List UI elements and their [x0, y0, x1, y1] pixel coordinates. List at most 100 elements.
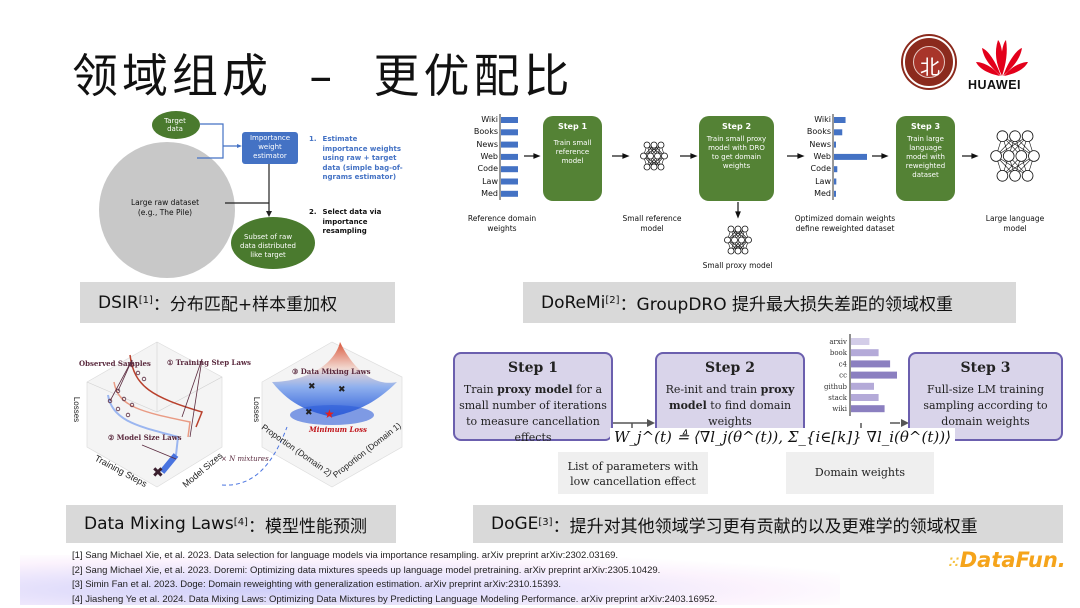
slide-title: 领域组成 – 更优配比 — [72, 49, 574, 103]
domain-weight-bar — [501, 153, 518, 160]
doge-domain-label: arxiv — [829, 338, 847, 346]
raw-dataset-label: Large raw dataset (e.g., The Pile) — [130, 198, 200, 217]
references: [1] Sang Michael Xie, et al. 2023. Data … — [72, 549, 717, 607]
domain-weight-bar — [501, 178, 518, 185]
reference-3: [3] Simin Fan et al. 2023. Doge: Domain … — [72, 579, 561, 590]
dsir-diagram — [99, 111, 315, 278]
domain-weight-bar — [501, 190, 518, 197]
domain-label: Law — [482, 176, 498, 186]
domain-label: Books — [806, 127, 831, 137]
doge-domain-label: book — [830, 349, 848, 357]
domain-label: Wiki — [481, 115, 498, 124]
dsir-caption: DSIR[1]：分布匹配+样本重加权 — [80, 282, 395, 323]
domain-weight-bar — [501, 129, 518, 136]
mixing-laws-caption: Data Mixing Laws[4]：模型性能预测 — [66, 505, 396, 543]
domain-label: Code — [810, 164, 831, 174]
datafun-logo: ⁙DataFun. — [948, 548, 1066, 572]
step-text-line: using raw + target — [322, 154, 397, 162]
reference-2: [2] Sang Michael Xie, et al. 2023. Dorem… — [72, 564, 661, 576]
losses-axis-left: Losses — [72, 396, 82, 423]
reference-4: [4] Jiasheng Ye et al. 2024. Data Mixing… — [72, 593, 718, 605]
decorative-glow — [20, 555, 840, 605]
small-proxy-model-label: Small proxy model — [702, 261, 773, 270]
doge-weight-bar — [851, 371, 897, 379]
huawei-petal-icon — [976, 40, 1028, 76]
step-text-line: Select data via — [322, 208, 382, 216]
param-list-box: List of parameters with low cancellation… — [558, 452, 708, 494]
doremi-diagram — [499, 114, 1040, 255]
data-mixing-laws-figure: ✖ ✖ ✖ ✖ ★ — [86, 341, 403, 488]
domain-label: Wiki — [814, 115, 831, 124]
domain-weight-bar — [834, 166, 838, 173]
target-data-label: Target data — [164, 117, 186, 133]
step-text-line: resampling — [322, 227, 367, 235]
peking-university-logo: 北 — [903, 36, 955, 88]
model-size-laws-label: ② Model Size Laws — [108, 433, 182, 442]
step-text-line: importance weights — [322, 144, 402, 153]
subset-label: Subset of raw data distributed like targ… — [240, 233, 296, 259]
doge-weight-bar — [851, 405, 885, 413]
doge-weight-bar — [851, 360, 891, 368]
doge-step1-box: Step 1 Train proxy model for a small num… — [453, 352, 613, 444]
doge-weight-bar — [851, 349, 879, 357]
doremi-step3-box: Step 3 Train large language model with r… — [896, 116, 955, 201]
svg-text:✖: ✖ — [305, 407, 313, 417]
training-step-laws-label: ① Training Step Laws — [167, 358, 251, 367]
data-mixing-laws-label: ③ Data Mixing Laws — [292, 367, 371, 376]
step-text-line: data (simple bag-of- — [322, 163, 403, 172]
mixture-marker: ✖ — [152, 464, 164, 480]
domain-weight-bar — [834, 129, 843, 136]
pku-seal-icon: 北 — [913, 46, 945, 79]
large-language-model-icon — [990, 130, 1040, 182]
domain-label: Web — [480, 151, 498, 161]
small-reference-model-icon — [640, 141, 668, 171]
domain-label: Med — [814, 188, 831, 198]
small-proxy-model-icon — [724, 225, 752, 255]
domain-label: Law — [815, 176, 831, 186]
huawei-logo-text: HUAWEI — [968, 78, 1021, 92]
step-text-line: importance — [322, 217, 368, 226]
doremi-caption: DoReMi[2]：GroupDRO 提升最大损失差距的领域权重 — [523, 282, 1016, 323]
doge-step2-box: Step 2 Re-init and train proxy model to … — [655, 352, 805, 441]
step-text-line: Estimate — [322, 135, 358, 143]
doremi-step1-box: Step 1 Train small reference model — [543, 116, 602, 201]
domain-weight-bar — [834, 141, 836, 148]
observed-samples-label: Observed Samples — [79, 359, 151, 368]
minimum-star-icon: ★ — [324, 407, 335, 421]
doge-step3-box: Step 3 Full-size LM training sampling ac… — [908, 352, 1063, 441]
n-mixtures-label: × N mixtures — [221, 455, 269, 463]
domain-label: News — [476, 139, 498, 149]
doge-weight-bar — [851, 394, 879, 401]
losses-axis-right: Losses — [252, 396, 262, 423]
doge-domain-label: c4 — [839, 360, 848, 368]
domain-label: Med — [481, 188, 498, 198]
doge-domain-label: cc — [839, 372, 847, 380]
domain-label: Code — [477, 164, 498, 174]
step-text-line: ngrams estimator) — [322, 173, 397, 181]
domain-label: Web — [813, 151, 831, 161]
reference-1: [1] Sang Michael Xie, et al. 2023. Data … — [72, 550, 619, 561]
target-data-ellipse — [152, 111, 200, 139]
doge-weight-bar — [851, 382, 874, 390]
estimator-box — [242, 132, 298, 164]
svg-text:✖: ✖ — [338, 384, 346, 394]
doge-arrows — [612, 419, 909, 428]
estimator-label: Importance weight estimator — [249, 134, 291, 160]
raw-dataset-circle — [99, 142, 235, 278]
domain-label: News — [809, 139, 831, 149]
doge-weight-bar — [851, 338, 870, 345]
doge-caption: DoGE[3]：提升对其他领域学习更有贡献的以及更难学的领域权重 — [473, 505, 1063, 543]
domain-weight-bar — [834, 117, 846, 123]
domain-weight-bar — [501, 141, 518, 148]
domain-weights-box: Domain weights — [786, 452, 934, 494]
doge-domain-label: wiki — [832, 405, 847, 413]
domain-weight-bar — [501, 166, 518, 173]
doge-formula: W_j^(t) ≜ ⟨∇l_j(θ^(t)), Σ_{i∈[k]} ∇l_i(θ… — [610, 428, 955, 446]
